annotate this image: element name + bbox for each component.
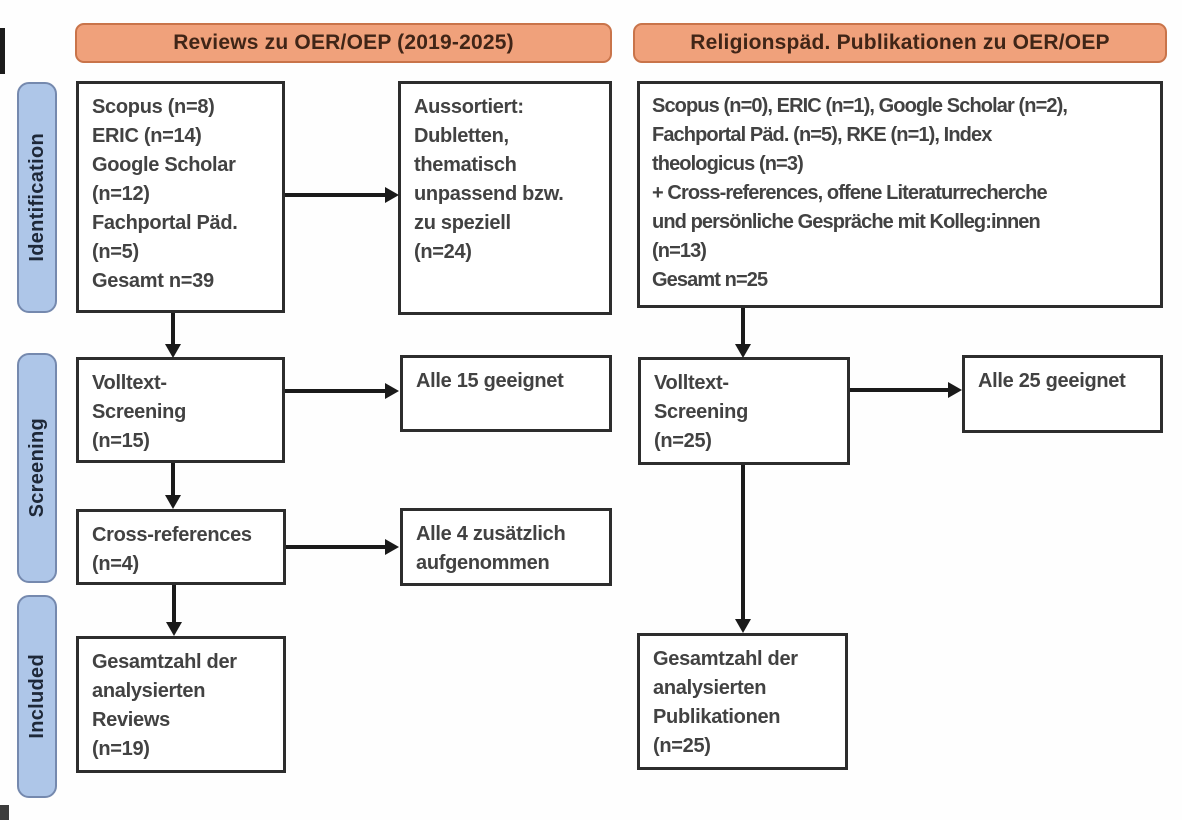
text-line: Scopus (n=8) [92, 96, 215, 118]
text-line: Scopus (n=0), ERIC (n=1), Google Scholar… [652, 95, 1068, 117]
text-line: (n=13) [652, 240, 707, 262]
box-left-sources: Scopus (n=8) ERIC (n=14) Google Scholar (n=… [76, 81, 285, 313]
text-line: + Cross-references, offene Literaturrech… [652, 182, 1048, 204]
text-line: Alle 15 geeignet [416, 370, 564, 392]
text-line: (n=24) [414, 241, 472, 263]
text-line: (n=15) [92, 430, 150, 452]
text-line: (n=5) [92, 241, 139, 263]
text-line: thematisch [414, 154, 517, 176]
text-line: analysierten [653, 677, 767, 699]
text-line: Screening [654, 401, 748, 423]
text-line: Alle 4 zusätzlich [416, 523, 566, 545]
stage-label-included-text: Included [25, 654, 48, 739]
text-line: Dubletten, [414, 125, 509, 147]
text-line: Reviews [92, 709, 170, 731]
text-line: (n=25) [653, 735, 711, 757]
box-left-added: Alle 4 zusätzlich aufgenommen [400, 508, 612, 586]
box-right-fulltext-screening: Volltext- Screening (n=25) [638, 357, 850, 465]
box-left-excluded: Aussortiert: Dubletten, thematisch unpassen… [398, 81, 612, 315]
header-reviews: Reviews zu OER/OEP (2019-2025) [75, 23, 612, 63]
box-left-crossref: Cross-references (n=4) [76, 509, 286, 585]
scan-artifact-top-left [0, 28, 5, 74]
stage-label-identification: Identification [17, 82, 57, 313]
scan-artifact-bottom-left [0, 805, 9, 820]
box-left-eligible: Alle 15 geeignet [400, 355, 612, 432]
text-line: (n=12) [92, 183, 150, 205]
text-line: Aussortiert: [414, 96, 524, 118]
box-right-eligible: Alle 25 geeignet [962, 355, 1163, 433]
text-line: (n=19) [92, 738, 150, 760]
text-line: Google Scholar [92, 154, 236, 176]
stage-label-identification-text: Identification [25, 133, 48, 262]
text-line: Gesamt n=25 [652, 269, 768, 291]
text-line: zu speziell [414, 212, 511, 234]
stage-label-screening: Screening [17, 353, 57, 583]
text-line: unpassend bzw. [414, 183, 564, 205]
text-line: Gesamtzahl der [653, 648, 798, 670]
text-line: Publikationen [653, 706, 781, 728]
text-line: Cross-references [92, 524, 252, 546]
text-line: Volltext- [654, 372, 729, 394]
stage-label-screening-text: Screening [25, 418, 48, 518]
text-line: ERIC (n=14) [92, 125, 202, 147]
box-right-sources: Scopus (n=0), ERIC (n=1), Google Scholar… [637, 81, 1163, 308]
text-line: Gesamt n=39 [92, 270, 214, 292]
text-line: Alle 25 geeignet [978, 370, 1126, 392]
text-line: aufgenommen [416, 552, 550, 574]
text-line: analysierten [92, 680, 206, 702]
text-line: Fachportal Päd. (n=5), RKE (n=1), Index [652, 124, 992, 146]
text-line: Screening [92, 401, 186, 423]
header-religionspaed: Religionspäd. Publikationen zu OER/OEP [633, 23, 1167, 63]
text-line: Volltext- [92, 372, 167, 394]
text-line: Gesamtzahl der [92, 651, 237, 673]
text-line: Fachportal Päd. [92, 212, 238, 234]
text-line: (n=25) [654, 430, 712, 452]
text-line: und persönliche Gespräche mit Kolleg:inn… [652, 211, 1041, 233]
box-left-fulltext-screening: Volltext- Screening (n=15) [76, 357, 285, 463]
text-line: (n=4) [92, 553, 139, 575]
text-line: theologicus (n=3) [652, 153, 804, 175]
stage-label-included: Included [17, 595, 57, 798]
